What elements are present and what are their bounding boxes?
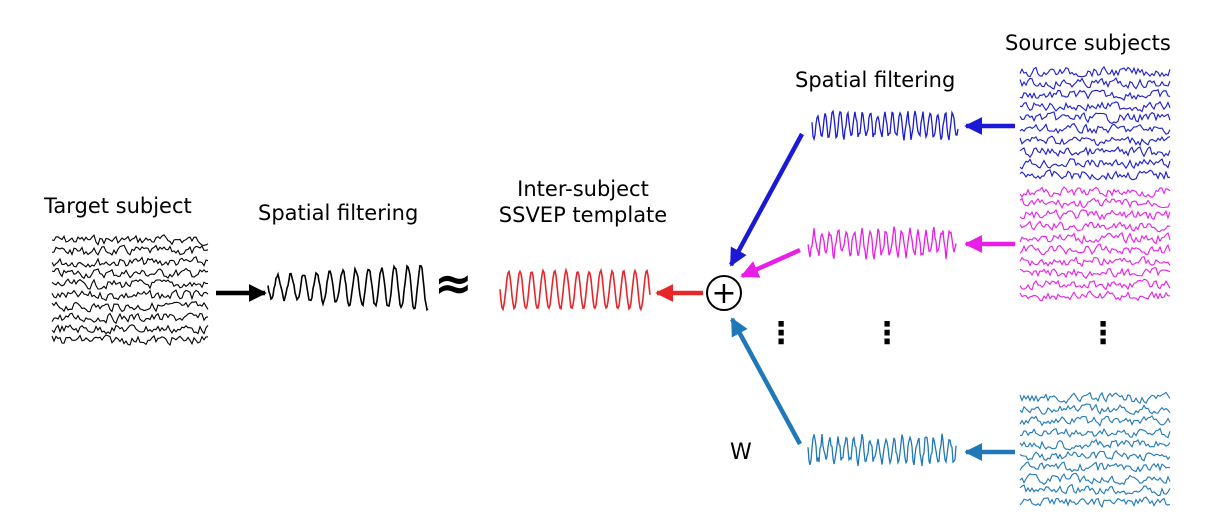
- arrow-filter3-to-sum: [730, 317, 802, 446]
- inter-subject-template-waveform: [499, 267, 651, 312]
- arrow-filter1-to-sum: [729, 132, 804, 267]
- eeg-channel-trace: [1019, 415, 1171, 427]
- source-2-filtered-waveform: [807, 226, 957, 260]
- eeg-channel-trace: [1019, 77, 1171, 90]
- eeg-channel-trace: [1019, 243, 1171, 256]
- eeg-channel-trace: [1019, 111, 1171, 125]
- eeg-channel-trace: [1019, 449, 1171, 462]
- eeg-channel-trace: [1019, 208, 1171, 221]
- eeg-channel-trace: [1019, 146, 1171, 159]
- approx-symbol: ≈: [434, 256, 473, 310]
- inter-subject-template-label: Inter-subject SSVEP template: [478, 176, 688, 228]
- eeg-channel-trace: [51, 278, 209, 290]
- eeg-channel-trace: [1019, 267, 1171, 279]
- eeg-channel-trace: [51, 234, 209, 246]
- eeg-channel-trace: [1019, 135, 1171, 147]
- weight-label: W: [730, 440, 752, 465]
- sum-symbol: +: [711, 276, 736, 311]
- ellipsis-sum-column: ⋮: [766, 316, 796, 351]
- source-3-filtered-waveform: [807, 433, 957, 466]
- eeg-channel-trace: [1019, 65, 1171, 78]
- ellipsis-source-column: ⋮: [1088, 316, 1118, 351]
- eeg-channel-trace: [1019, 197, 1171, 210]
- eeg-channel-trace: [1019, 220, 1171, 233]
- target-filtered-waveform: [267, 264, 429, 312]
- eeg-channel-trace: [1019, 438, 1171, 451]
- eeg-channel-trace: [1019, 483, 1171, 497]
- eeg-channel-trace: [1019, 278, 1171, 291]
- eeg-channel-trace: [1019, 461, 1171, 473]
- target-subject-label: Target subject: [44, 194, 192, 218]
- source-subjects-label: Source subjects: [1005, 31, 1171, 55]
- arrow-filter2-to-sum: [740, 247, 801, 279]
- eeg-channel-trace: [51, 301, 209, 313]
- ellipsis-filter-column: ⋮: [872, 316, 902, 351]
- source-1-filtered-waveform: [811, 109, 959, 142]
- eeg-channel-trace: [1019, 122, 1171, 135]
- eeg-channel-trace: [1019, 88, 1171, 101]
- eeg-channel-trace: [51, 267, 209, 280]
- eeg-channel-trace: [1019, 186, 1171, 199]
- eeg-channel-trace: [51, 244, 209, 257]
- inter-subject-label-line1: Inter-subject: [517, 177, 649, 201]
- eeg-channel-trace: [51, 312, 209, 325]
- eeg-channel-trace: [51, 256, 209, 268]
- source-subject-1-eeg: [1019, 65, 1171, 181]
- spatial-filtering-right-label: Spatial filtering: [795, 68, 956, 92]
- eeg-channel-trace: [1019, 290, 1171, 302]
- eeg-channel-trace: [51, 289, 209, 302]
- eeg-channel-trace: [1019, 256, 1171, 268]
- eeg-channel-trace: [51, 324, 209, 335]
- source-subject-2-eeg: [1019, 186, 1171, 302]
- eeg-channel-trace: [1019, 391, 1171, 405]
- target-subject-eeg: [51, 234, 209, 347]
- eeg-channel-trace: [1019, 496, 1171, 509]
- eeg-channel-trace: [1019, 169, 1171, 181]
- eeg-channel-trace: [1019, 158, 1171, 170]
- eeg-channel-trace: [1019, 472, 1171, 486]
- eeg-channel-trace: [1019, 403, 1171, 416]
- inter-subject-label-line2: SSVEP template: [498, 203, 668, 227]
- sum-node: [706, 275, 742, 311]
- eeg-channel-trace: [1019, 232, 1171, 245]
- eeg-channel-trace: [1019, 100, 1171, 113]
- eeg-channel-trace: [1019, 427, 1171, 439]
- spatial-filtering-left-label: Spatial filtering: [258, 201, 419, 225]
- source-subject-3-eeg: [1019, 391, 1171, 509]
- eeg-channel-trace: [51, 334, 208, 347]
